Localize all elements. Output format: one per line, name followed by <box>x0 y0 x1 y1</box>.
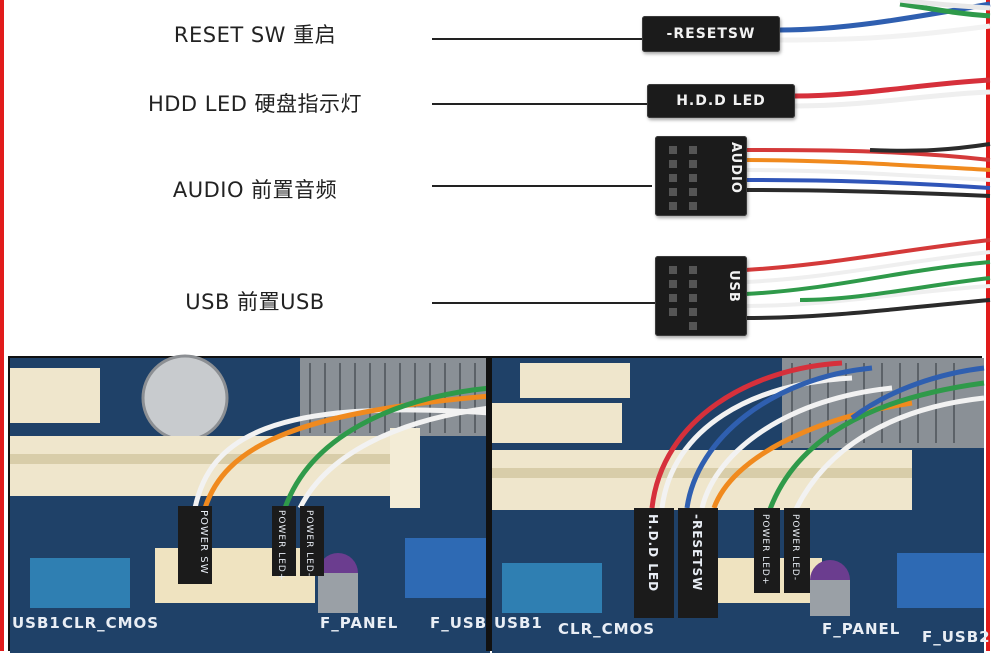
label-audio: AUDIO 前置音频 <box>172 178 338 202</box>
leader-line <box>432 38 642 40</box>
reset-sw-plug: -RESETSW <box>642 16 780 52</box>
silk-f-usb: F_USB <box>430 614 488 632</box>
right-plug-power-led-plus: POWER LED+ <box>760 514 770 586</box>
audio-plug: AUDIO <box>655 136 747 216</box>
hdd-plug-text: H.D.D LED <box>676 93 766 109</box>
left-plug-power-led-plus: POWER LED+ <box>276 510 286 582</box>
left-plug-power-sw: POWER SW <box>198 510 209 575</box>
photo-right: USB1 CLR_CMOS F_PANEL F_USB2 H.D.D LED -… <box>490 356 990 653</box>
left-plug-power-led-minus: POWER LED- <box>304 510 314 578</box>
reset-plug-text: -RESETSW <box>666 26 756 42</box>
audio-plug-text: AUDIO <box>728 142 743 194</box>
leader-line <box>432 185 652 187</box>
silk-clr-cmos: CLR_CMOS <box>558 620 656 638</box>
right-plug-hdd-led: H.D.D LED <box>646 514 660 593</box>
audio-pins <box>669 146 697 210</box>
silk-usb1: USB1 <box>494 614 543 632</box>
left-board-art <box>10 354 491 653</box>
usb-plug: USB <box>655 256 747 336</box>
label-usb: USB 前置USB <box>185 290 325 314</box>
usb-plug-text: USB <box>726 270 741 303</box>
silk-f-panel: F_PANEL <box>822 620 901 638</box>
row-hdd: HDD LED 硬盘指示灯 H.D.D LED <box>0 72 990 132</box>
right-board-art <box>492 358 985 653</box>
silk-f-panel: F_PANEL <box>320 614 399 632</box>
leader-line <box>432 103 647 105</box>
row-reset: RESET SW 重启 -RESETSW <box>0 2 990 62</box>
silk-f-usb2: F_USB2 <box>922 628 991 646</box>
row-audio: AUDIO 前置音频 <box>0 158 990 218</box>
usb-pins <box>669 266 697 330</box>
silk-clr-cmos: CLR_CMOS <box>62 614 160 632</box>
label-reset: RESET SW 重启 <box>173 23 337 47</box>
label-hdd: HDD LED 硬盘指示灯 <box>147 92 363 116</box>
photo-left: USB1 CLR_CMOS F_PANEL F_USB POWER SW POW… <box>8 354 491 653</box>
leader-line <box>432 302 657 304</box>
right-plug-power-led-minus: POWER LED- <box>790 514 800 582</box>
silk-usb1: USB1 <box>12 614 61 632</box>
cable-bundle <box>744 0 991 320</box>
row-usb: USB 前置USB <box>0 270 990 330</box>
right-plug-reset-sw: -RESETSW <box>690 514 704 592</box>
photo-divider <box>486 356 490 651</box>
hdd-led-plug: H.D.D LED <box>647 84 795 118</box>
